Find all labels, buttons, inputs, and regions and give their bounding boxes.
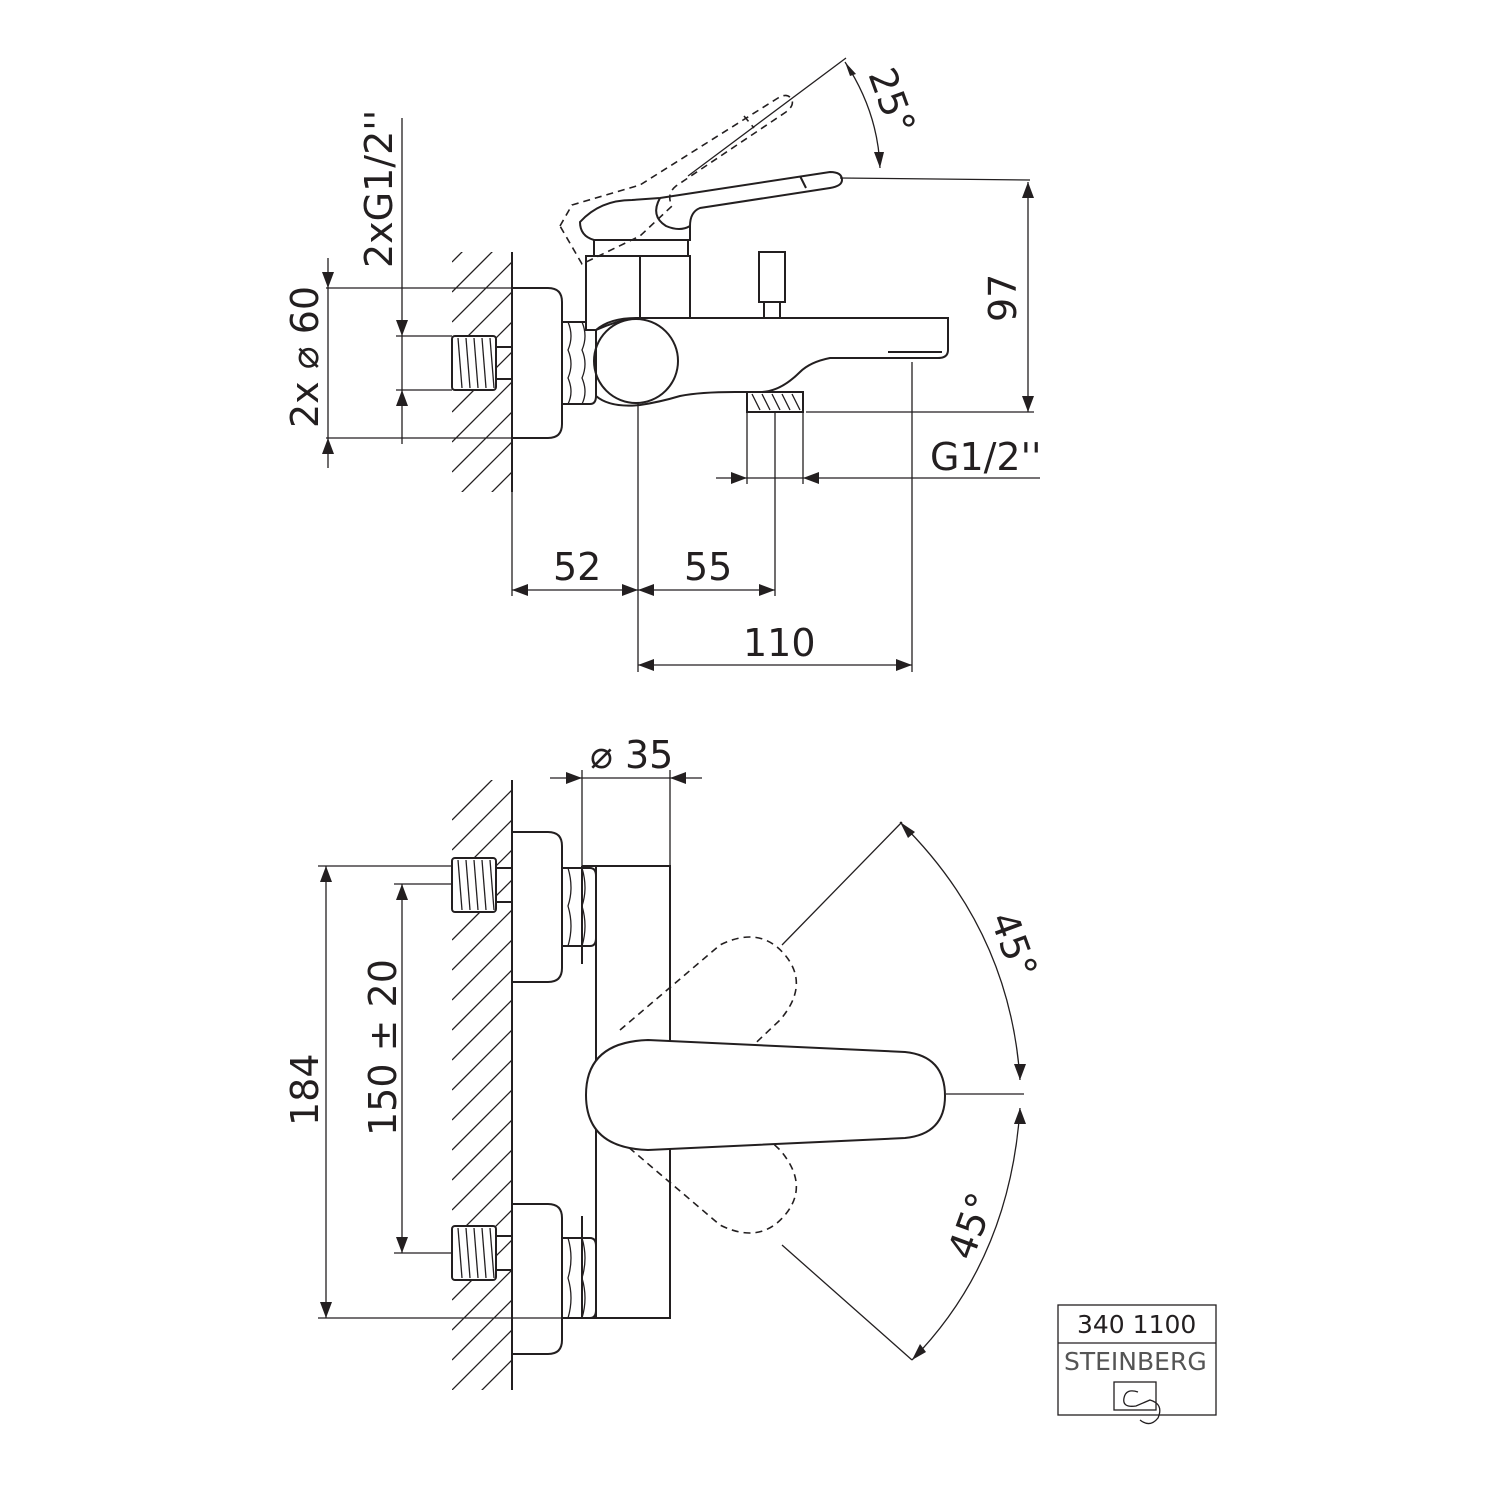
dim-height-97: 97 bbox=[806, 182, 1034, 413]
outlet-thread-label: G1/2'' bbox=[930, 435, 1042, 479]
faucet-body-side bbox=[595, 314, 949, 407]
wall-to-axis-label: 52 bbox=[553, 545, 601, 589]
cartridge-circle bbox=[593, 318, 679, 404]
lever-front bbox=[584, 1038, 947, 1152]
lever-dashed-positions bbox=[619, 936, 798, 1234]
wall-flange bbox=[511, 287, 563, 439]
cartridge-housing bbox=[585, 255, 691, 331]
axis-to-outlet-label: 55 bbox=[684, 545, 732, 589]
angle-up-label: 45° bbox=[982, 906, 1046, 984]
angle-25-label: 25° bbox=[860, 62, 924, 140]
dim-flange: 2x ⌀ 60 bbox=[283, 258, 512, 468]
lower-inlet bbox=[451, 1203, 597, 1355]
brand-logo bbox=[1113, 1381, 1161, 1425]
dim-angle-25: 25° bbox=[687, 57, 1031, 181]
inlet-thread bbox=[451, 335, 512, 391]
article-number: 340 1100 bbox=[1077, 1310, 1196, 1339]
lever-dashed bbox=[559, 94, 794, 266]
angle-down-label: 45° bbox=[939, 1187, 1003, 1265]
diverter-knob bbox=[758, 251, 786, 319]
front-view: 45° 45° ⌀ 35 184 150 ± bbox=[283, 733, 1046, 1390]
dim-outlet-thread: G1/2'' bbox=[716, 412, 1042, 484]
outlet-thread bbox=[746, 391, 804, 413]
lever-solid bbox=[578, 170, 844, 241]
flange-label: 2x ⌀ 60 bbox=[283, 286, 327, 428]
dim-centers: 150 ± 20 bbox=[361, 883, 452, 1254]
dim-thread-inlets: 2xG1/2'' bbox=[357, 110, 452, 444]
body-diameter-label: ⌀ 35 bbox=[590, 733, 673, 777]
height-97-label: 97 bbox=[981, 274, 1025, 322]
wall-hatch-bottom bbox=[452, 780, 512, 1390]
brand-name: STEINBERG bbox=[1064, 1347, 1207, 1376]
centers-label: 150 ± 20 bbox=[361, 959, 405, 1136]
dim-body-diameter: ⌀ 35 bbox=[550, 733, 702, 866]
dim-total-height: 184 bbox=[283, 865, 596, 1319]
side-view: 25° 97 2xG1/2'' 2x ⌀ 60 bbox=[283, 57, 1042, 672]
total-height-label: 184 bbox=[283, 1053, 327, 1126]
dim-horizontal: 52 55 110 bbox=[511, 362, 913, 672]
title-block: 340 1100 STEINBERG bbox=[1057, 1304, 1217, 1425]
spout-label: 110 bbox=[743, 621, 816, 665]
upper-inlet bbox=[451, 831, 597, 983]
hex-nut bbox=[561, 321, 597, 405]
thread-inlets-label: 2xG1/2'' bbox=[357, 110, 401, 268]
